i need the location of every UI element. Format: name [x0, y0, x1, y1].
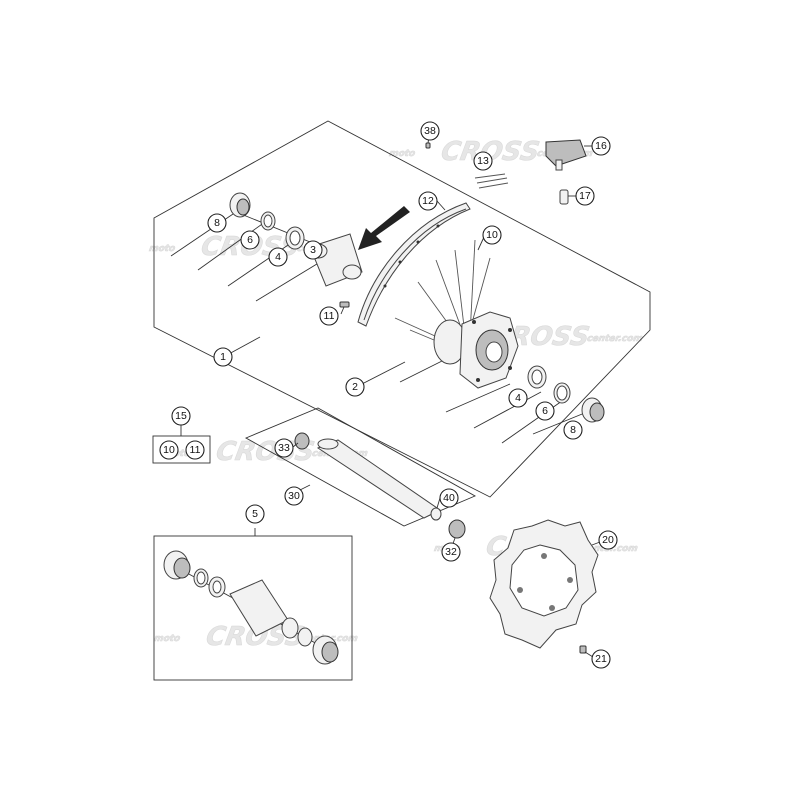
nut-17 — [559, 189, 569, 205]
svg-text:32: 32 — [445, 546, 457, 558]
svg-text:2: 2 — [352, 381, 358, 393]
svg-text:21: 21 — [595, 653, 607, 665]
callout-1: 1 — [213, 347, 233, 367]
callout-10-kit: 10 — [159, 440, 179, 460]
bearing-4-right — [527, 365, 547, 389]
axle-bolt-32 — [448, 519, 466, 539]
svg-text:11: 11 — [324, 310, 335, 322]
washer-40 — [430, 507, 442, 521]
svg-text:8: 8 — [570, 424, 576, 436]
svg-text:12: 12 — [422, 195, 434, 207]
callout-20: 20 — [598, 530, 618, 550]
svg-text:3: 3 — [310, 244, 316, 256]
callout-4-right: 4 — [508, 388, 528, 408]
spoke-nipple-11 — [339, 301, 350, 308]
axle-nut-33 — [294, 432, 310, 450]
svg-text:4: 4 — [515, 392, 521, 404]
svg-text:40: 40 — [443, 492, 455, 504]
svg-text:17: 17 — [579, 190, 591, 202]
svg-text:6: 6 — [247, 234, 253, 246]
callout-2: 2 — [345, 377, 365, 397]
disc-bolt-21 — [579, 645, 587, 654]
callout-38: 38 — [420, 121, 440, 141]
svg-text:20: 20 — [602, 534, 614, 546]
svg-text:8: 8 — [214, 217, 220, 229]
callout-4-left: 4 — [268, 247, 288, 267]
callout-8-right: 8 — [563, 420, 583, 440]
svg-text:10: 10 — [163, 444, 175, 456]
watermark-prefix: moto — [148, 244, 176, 254]
callout-17: 17 — [575, 186, 595, 206]
rim-2 — [357, 202, 471, 327]
svg-text:38: 38 — [424, 125, 436, 137]
callout-5: 5 — [245, 504, 265, 524]
callout-15: 15 — [171, 406, 191, 426]
svg-text:6: 6 — [542, 405, 548, 417]
watermark-prefix: moto — [388, 149, 416, 159]
svg-text:30: 30 — [288, 490, 300, 502]
callout-16: 16 — [591, 136, 611, 156]
seal-part-8-right — [581, 397, 605, 423]
svg-text:1: 1 — [220, 351, 226, 363]
callout-40: 40 — [439, 488, 459, 508]
spacer-ring-6-right — [553, 382, 571, 404]
svg-text:5: 5 — [252, 508, 258, 520]
callout-12: 12 — [418, 191, 438, 211]
watermark-suffix: center.com — [586, 334, 643, 344]
svg-text:13: 13 — [477, 155, 489, 167]
spoke-kit-frame — [152, 435, 211, 464]
rim-tape-13 — [474, 173, 509, 189]
callout-6-left: 6 — [240, 230, 260, 250]
svg-text:10: 10 — [486, 229, 498, 241]
seal-part-8-left — [229, 192, 251, 218]
brake-disc-20 — [489, 519, 599, 649]
spacer-ring-6-left — [260, 211, 276, 231]
callout-32: 32 — [441, 542, 461, 562]
callout-33: 33 — [274, 438, 294, 458]
svg-text:33: 33 — [278, 442, 290, 454]
callout-8-left: 8 — [207, 213, 227, 233]
svg-text:16: 16 — [595, 140, 607, 152]
valve-cap-38 — [425, 142, 431, 149]
callout-11: 11 — [319, 306, 339, 326]
watermark-brand: CROSS — [439, 137, 542, 167]
svg-text:11: 11 — [190, 444, 201, 456]
svg-text:4: 4 — [275, 251, 281, 263]
bearing-kit-parts — [163, 550, 339, 665]
callout-21: 21 — [591, 649, 611, 669]
callout-6-right: 6 — [535, 401, 555, 421]
wheel-assembly-frame — [153, 120, 651, 498]
hub — [433, 311, 519, 389]
svg-text:15: 15 — [175, 410, 187, 422]
rim-lock-16 — [545, 139, 587, 171]
axle-30 — [316, 438, 441, 519]
watermark-prefix: moto — [153, 634, 181, 644]
bearing-kit-frame — [153, 535, 353, 681]
callout-3: 3 — [303, 240, 323, 260]
callout-30: 30 — [284, 486, 304, 506]
axle-group-frame — [244, 407, 477, 527]
callout-10: 10 — [482, 225, 502, 245]
bearing-4-left — [285, 226, 305, 250]
callout-13: 13 — [473, 151, 493, 171]
rotation-arrow-icon — [358, 206, 410, 250]
callout-11-kit: 11 — [185, 440, 205, 460]
